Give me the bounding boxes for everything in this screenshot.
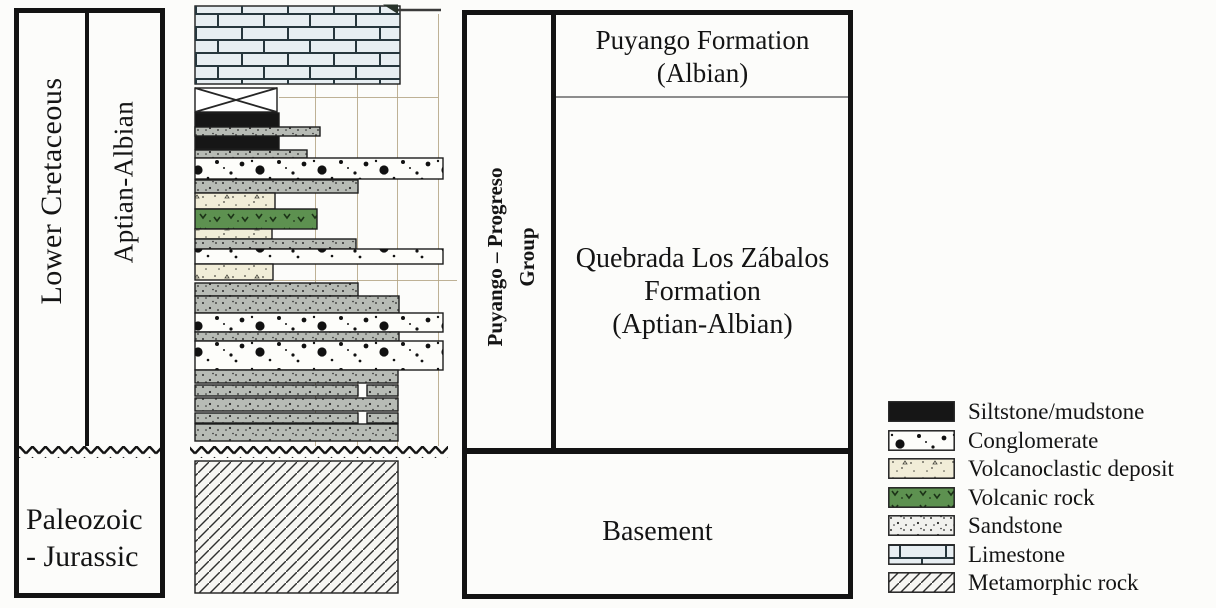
legend-label: Conglomerate: [968, 427, 1099, 453]
strat-layer-pattern: [195, 150, 307, 158]
legend-row-volcanic: Volcanic rock: [888, 484, 1174, 510]
strat-layer-pattern: [195, 398, 398, 411]
legend-label: Volcanic rock: [968, 484, 1095, 510]
column-corner-triangle: [383, 4, 398, 14]
group-label-line2: Group: [515, 227, 539, 287]
strat-layer-pattern: [195, 264, 273, 280]
strat-layer-pattern: [195, 370, 398, 383]
strat-layer-pattern: [195, 229, 272, 239]
chronostratigraphy-panel: [14, 8, 165, 598]
legend-swatch-volcanoclastic-icon: [888, 458, 955, 479]
era-label: Lower Cretaceous: [35, 77, 68, 305]
strat-layer-pattern: [367, 385, 398, 396]
group-label: Puyango – Progreso Group: [479, 168, 543, 347]
legend-swatch-sandstone-icon: [888, 515, 955, 536]
legend-row-siltstone: Siltstone/mudstone: [888, 399, 1174, 424]
legend-row-volcanoclastic: Volcanoclastic deposit: [888, 456, 1174, 481]
strat-layer-pattern: [195, 127, 320, 136]
covered-interval-cross-icon: [194, 87, 278, 113]
strat-layer-pattern: [195, 239, 356, 249]
formation-top-label: Puyango Formation (Albian): [557, 24, 848, 90]
legend-label: Limestone: [968, 541, 1066, 567]
strat-layer-pattern: [195, 283, 358, 296]
unconformity-zigzag-column: [190, 446, 448, 458]
strat-layer-pattern: [195, 341, 443, 370]
strat-layer-pattern: [195, 249, 443, 264]
legend-row-limestone: Limestone: [888, 541, 1174, 567]
formation-main-name-line1: Quebrada Los Zábalos: [575, 243, 830, 274]
column-grid-lines: [274, 14, 457, 446]
formation-main-age: (Aptian-Albian): [612, 309, 793, 340]
basement-age-line1: Paleozoic: [26, 503, 143, 536]
legend-swatch-limestone-icon: [888, 543, 955, 565]
basement-boundary-line: [467, 448, 848, 454]
lithology-layers: [194, 5, 444, 594]
formation-boundary-line: [556, 96, 848, 98]
legend-label: Metamorphic rock: [968, 570, 1139, 595]
strat-layer-pattern: [195, 158, 443, 179]
basement-age-label: Paleozoic - Jurassic: [26, 501, 143, 575]
strat-layer-pattern: [195, 6, 400, 84]
strat-layer-pattern: [367, 413, 398, 423]
strat-layer-pattern: [195, 413, 358, 423]
formation-top-age: (Albian): [656, 58, 749, 88]
strat-layer-pattern: [195, 385, 358, 396]
strat-layer-pattern: [195, 296, 399, 313]
basement-age-line2: - Jurassic: [26, 540, 139, 573]
legend-label: Siltstone/mudstone: [968, 399, 1145, 424]
strat-layer-pattern: [195, 209, 317, 229]
legend-row-conglomerate: Conglomerate: [888, 427, 1174, 453]
stage-label: Aptian-Albian: [108, 100, 139, 264]
legend-swatch-siltstone-icon: [888, 401, 955, 422]
group-formation-divider: [551, 15, 556, 449]
legend-row-metamorphic: Metamorphic rock: [888, 570, 1174, 595]
strat-layer-pattern: [195, 313, 443, 332]
strat-layer-pattern: [195, 424, 398, 441]
basement-label: Basement: [602, 516, 713, 547]
strat-layer-pattern: [195, 461, 398, 593]
strat-layer-pattern: [195, 180, 358, 193]
legend-swatch-metamorphic-icon: [888, 572, 955, 593]
formation-main-label: Quebrada Los Zábalos Formation (Aptian-A…: [557, 242, 848, 341]
unconformity-zigzag-chrono: [17, 446, 163, 458]
legend-swatch-volcanic-icon: [888, 486, 955, 508]
era-stage-divider: [85, 13, 89, 446]
group-label-line1: Puyango – Progreso: [483, 167, 507, 347]
formation-main-name-line2: Formation: [644, 276, 761, 307]
legend-label: Volcanoclastic deposit: [968, 456, 1174, 481]
legend-label: Sandstone: [968, 513, 1063, 538]
lithostratigraphy-panel: [462, 10, 853, 599]
strat-layer-pattern: [195, 332, 399, 341]
strat-layer-pattern: [195, 193, 275, 209]
legend-swatch-conglomerate-icon: [888, 429, 955, 451]
formation-top-name: Puyango Formation: [595, 25, 810, 55]
legend-row-sandstone: Sandstone: [888, 513, 1174, 538]
